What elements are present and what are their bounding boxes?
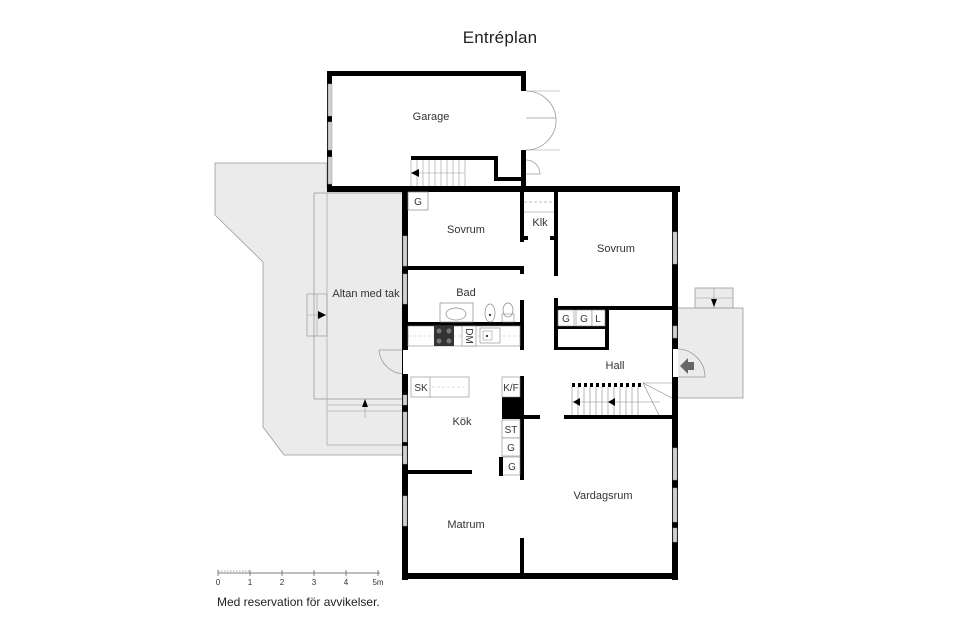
fixture-l-hall: L bbox=[595, 314, 601, 325]
room-label-sovrum-1: Sovrum bbox=[447, 224, 485, 236]
fixture-st: ST bbox=[505, 425, 518, 436]
scale-tick-4: 4 bbox=[344, 578, 349, 587]
terrace-area bbox=[214, 162, 405, 456]
room-label-hall: Hall bbox=[606, 360, 625, 372]
room-label-matrum: Matrum bbox=[447, 519, 484, 531]
fixture-kf: K/F bbox=[503, 383, 519, 394]
scale-tick-3: 3 bbox=[312, 578, 317, 587]
fixture-g-kok-2: G bbox=[508, 462, 516, 473]
room-label-vardagsrum: Vardagsrum bbox=[573, 490, 632, 502]
room-label-sovrum-2: Sovrum bbox=[597, 243, 635, 255]
room-label-klk: Klk bbox=[532, 217, 548, 229]
hall-stairs bbox=[571, 382, 673, 416]
fixture-dm: DM bbox=[463, 328, 474, 344]
scale-tick-2: 2 bbox=[280, 578, 285, 587]
garage: Garage bbox=[327, 71, 560, 190]
room-label-kok: Kök bbox=[453, 416, 472, 428]
house-walls bbox=[327, 186, 680, 580]
entrance-platform bbox=[676, 287, 744, 399]
scale-bar: 0 1 2 3 4 5m bbox=[216, 570, 384, 587]
room-label-bad: Bad bbox=[456, 287, 476, 299]
fixture-g-sovrum: G bbox=[414, 197, 422, 208]
room-label-garage: Garage bbox=[413, 111, 450, 123]
fixture-sk: SK bbox=[414, 383, 428, 394]
entrance-arrow-icon bbox=[680, 358, 694, 374]
scale-tick-1: 1 bbox=[248, 578, 253, 587]
fixture-g-hall-2: G bbox=[580, 314, 588, 325]
scale-tick-5: 5m bbox=[372, 578, 383, 587]
scale-tick-0: 0 bbox=[216, 578, 221, 587]
fixture-g-kok-1: G bbox=[507, 443, 515, 454]
fixture-g-hall-1: G bbox=[562, 314, 570, 325]
room-label-altan: Altan med tak bbox=[332, 288, 400, 300]
disclaimer: Med reservation för avvikelser. bbox=[217, 595, 380, 609]
fixtures: G DM G G L SK K/ bbox=[407, 191, 673, 476]
page-title: Entréplan bbox=[462, 28, 538, 47]
